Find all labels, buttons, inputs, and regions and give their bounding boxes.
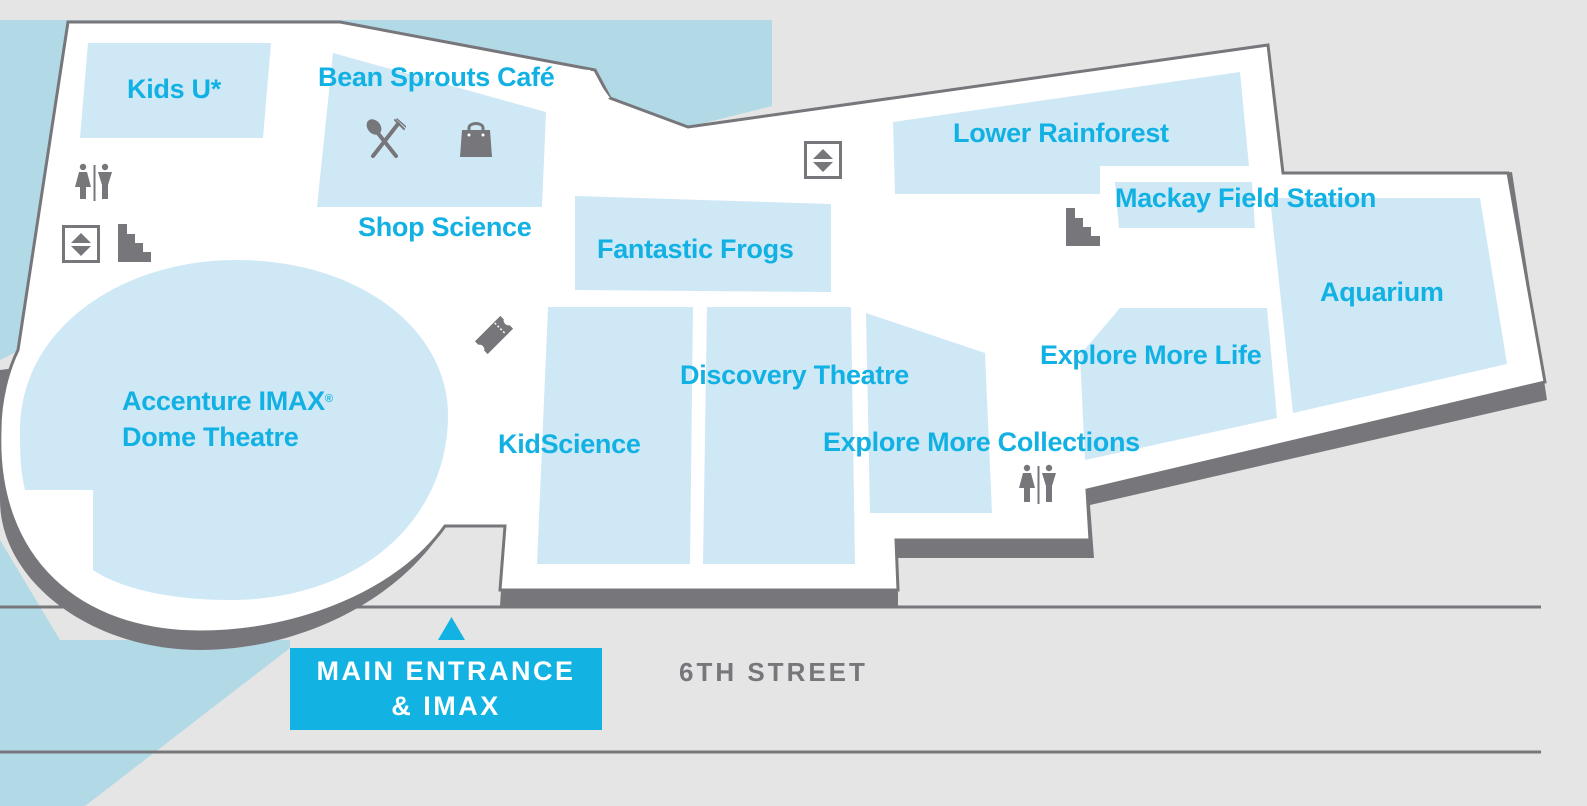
up-arrow-icon — [438, 617, 465, 640]
restroom-icon — [75, 163, 112, 201]
street-name: 6TH STREET — [679, 657, 868, 687]
imax-line2: Dome Theatre — [122, 422, 299, 452]
shopping-bag-icon — [460, 122, 492, 157]
label-kids-u[interactable]: Kids U* — [127, 74, 221, 104]
area-discovery-theatre — [703, 307, 855, 564]
label-explore-more-life[interactable]: Explore More Life — [1040, 340, 1262, 370]
dining-icon — [366, 118, 406, 158]
area-fantastic-frogs — [575, 196, 831, 292]
elevator-icon — [62, 225, 100, 263]
stairs-icon — [118, 224, 151, 262]
label-explore-more-collections[interactable]: Explore More Collections — [823, 427, 1140, 457]
area-explore-more-life — [1080, 308, 1277, 460]
label-kidscience[interactable]: KidScience — [498, 429, 641, 459]
area-explore-more-collections — [866, 313, 992, 513]
label-shop-science[interactable]: Shop Science — [358, 212, 532, 242]
water-area-bottom-left — [0, 540, 290, 806]
water-area-left — [0, 22, 70, 360]
area-aquarium — [1270, 198, 1507, 413]
entrance-line2: & IMAX — [391, 691, 501, 721]
label-fantastic-frogs[interactable]: Fantastic Frogs — [597, 234, 794, 264]
restroom-icon — [1019, 464, 1056, 504]
water-area — [0, 20, 772, 127]
elevator-icon — [804, 141, 842, 179]
cafe-terrace — [333, 53, 610, 98]
label-imax-dome-theatre[interactable]: Accenture IMAX® Dome Theatre — [122, 383, 333, 455]
area-kidscience — [537, 307, 693, 564]
label-bean-sprouts-cafe[interactable]: Bean Sprouts Café — [318, 62, 555, 92]
entrance-line1: MAIN ENTRANCE — [316, 656, 576, 686]
area-lower-rainforest — [893, 72, 1249, 194]
exhibit-areas — [20, 43, 1507, 600]
label-discovery-theatre[interactable]: Discovery Theatre — [680, 360, 910, 390]
label-mackay-field-station[interactable]: Mackay Field Station — [1115, 183, 1377, 213]
registered-mark: ® — [324, 393, 333, 405]
label-aquarium[interactable]: Aquarium — [1320, 277, 1444, 307]
ticket-icon — [474, 315, 514, 355]
label-lower-rainforest[interactable]: Lower Rainforest — [953, 118, 1169, 148]
stairs-icon — [1066, 208, 1100, 246]
area-mackay — [1115, 182, 1255, 228]
area-bean-sprouts-shop — [317, 53, 546, 207]
area-imax-dome — [20, 260, 448, 600]
area-kids-u — [80, 43, 271, 138]
imax-line1: Accenture IMAX — [122, 386, 325, 416]
main-entrance-sign[interactable]: MAIN ENTRANCE & IMAX — [290, 648, 602, 730]
